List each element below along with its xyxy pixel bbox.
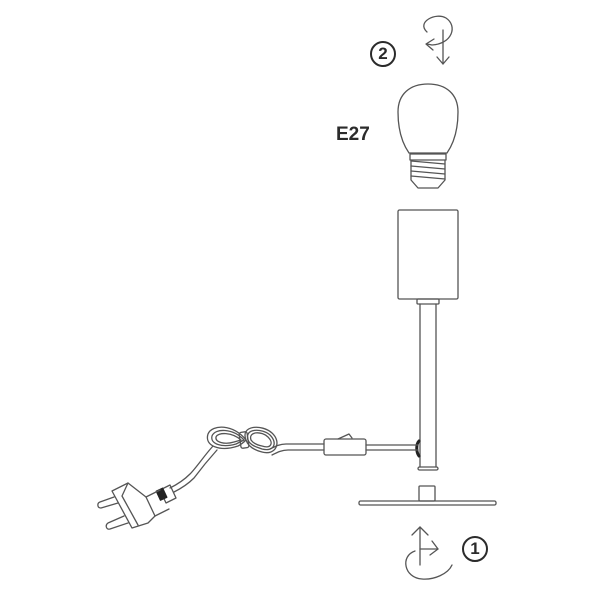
cord-bundle bbox=[206, 426, 278, 454]
base-plate bbox=[358, 485, 497, 506]
power-cord-segment bbox=[169, 445, 218, 493]
inline-switch bbox=[323, 433, 367, 456]
power-cord-segment bbox=[269, 443, 325, 456]
stem bbox=[417, 303, 439, 471]
step-2-badge: 2 bbox=[370, 41, 396, 67]
bulb-type-label: E27 bbox=[336, 124, 370, 145]
rotate-down-arrow-icon bbox=[423, 15, 453, 65]
step-1-badge: 1 bbox=[462, 536, 488, 562]
socket bbox=[397, 209, 459, 305]
euro-plug-icon bbox=[97, 482, 177, 530]
light-bulb-icon bbox=[397, 83, 459, 189]
rotate-up-arrow-icon bbox=[405, 526, 453, 580]
power-cord bbox=[365, 444, 419, 451]
cord-grommet bbox=[415, 439, 421, 458]
